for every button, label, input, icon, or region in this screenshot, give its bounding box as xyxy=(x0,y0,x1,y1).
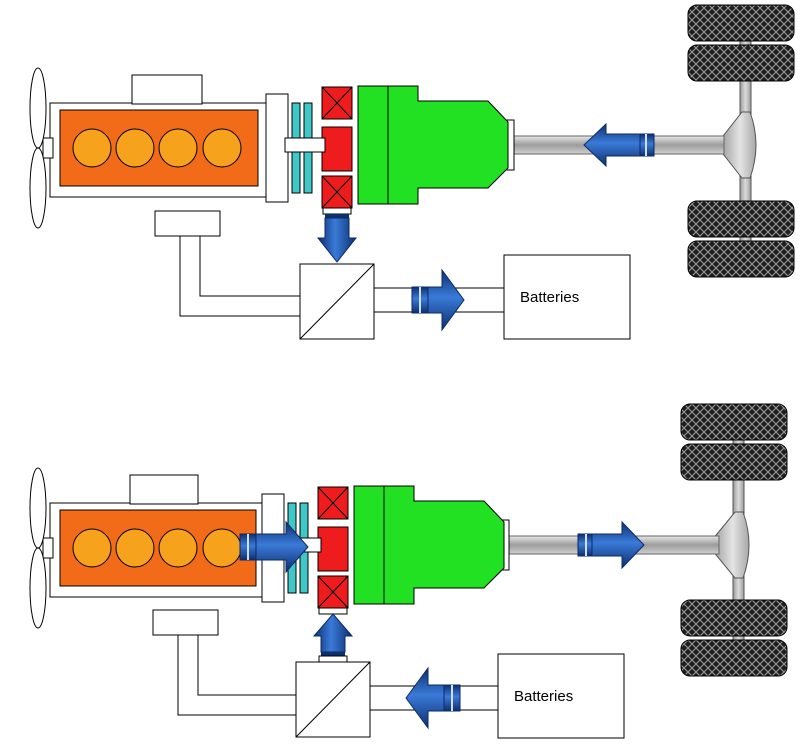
tire-icon xyxy=(680,639,788,677)
fan-icon xyxy=(29,67,47,229)
flow-arrow-icon xyxy=(577,520,645,570)
tire-icon xyxy=(680,443,788,481)
engine xyxy=(29,467,263,629)
transmission xyxy=(357,85,509,205)
tire-icon xyxy=(680,599,788,637)
control-unit xyxy=(154,210,221,237)
motor-generator xyxy=(317,486,349,609)
cylinder-icon xyxy=(202,528,242,568)
differential-icon xyxy=(707,511,750,579)
tire-icon xyxy=(687,44,795,82)
cylinder-icon xyxy=(158,128,198,168)
rear-axle-assembly xyxy=(680,403,788,677)
control-unit xyxy=(152,609,219,636)
tire-icon xyxy=(687,4,795,42)
battery-pack xyxy=(503,254,631,340)
tire-icon xyxy=(687,200,795,238)
flow-arrow-icon xyxy=(411,268,465,332)
diagram-regenerative-braking: Batteries xyxy=(29,4,795,340)
differential-icon xyxy=(715,111,757,179)
rear-axle-assembly xyxy=(687,4,795,278)
cylinder-icon xyxy=(72,528,112,568)
flow-arrow-icon xyxy=(316,207,358,263)
tire-icon xyxy=(687,240,795,278)
inverter-icon xyxy=(299,263,375,340)
motor-generator xyxy=(321,86,353,209)
cylinder-icon xyxy=(115,528,155,568)
battery-pack xyxy=(497,653,625,739)
tire-icon xyxy=(680,403,788,441)
cylinder-icon xyxy=(158,528,198,568)
battery-label: Batteries xyxy=(514,688,573,705)
battery-label: Batteries xyxy=(520,289,579,306)
intake-manifold xyxy=(131,74,203,105)
diagram-motor-assist: Batteries xyxy=(29,403,788,739)
cylinder-icon xyxy=(115,128,155,168)
clutch xyxy=(265,93,326,203)
control-wires xyxy=(179,236,300,317)
cylinder-icon xyxy=(72,128,112,168)
flow-arrow-icon xyxy=(583,122,655,168)
engine xyxy=(29,67,267,229)
inverter-icon xyxy=(295,661,371,738)
transmission xyxy=(353,485,505,605)
flow-arrow-icon xyxy=(312,607,354,663)
control-wires xyxy=(177,635,296,716)
flow-arrow-icon xyxy=(239,520,309,574)
flow-arrow-icon xyxy=(405,666,461,730)
intake-manifold xyxy=(129,474,199,505)
fan-icon xyxy=(29,467,47,629)
cylinder-icon xyxy=(202,128,242,168)
